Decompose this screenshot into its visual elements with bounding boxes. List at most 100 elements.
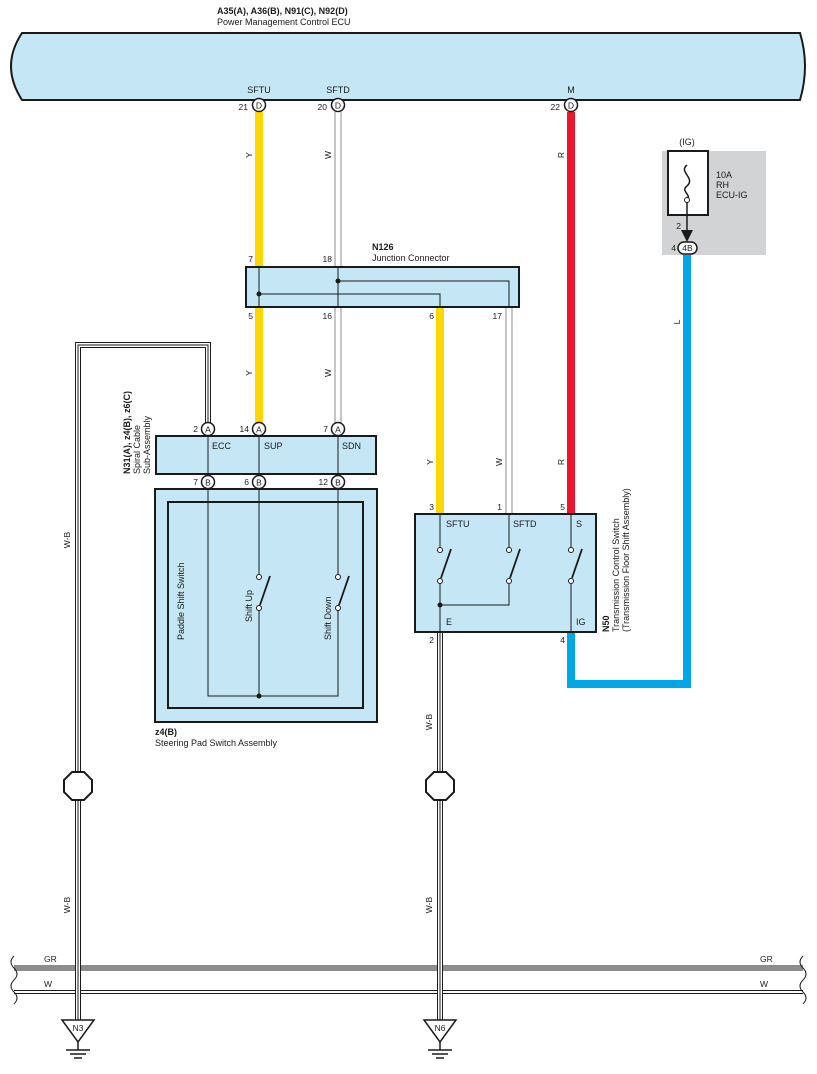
- splice-right: [425, 771, 455, 801]
- ecu-conn-3: D: [568, 101, 574, 111]
- ecu-pin-sftu-name: SFTU: [247, 85, 271, 95]
- wire-label-wb4: W-B: [424, 896, 434, 913]
- trans-label-sftu: SFTU: [446, 519, 470, 529]
- fuse-pin-top: 2: [676, 221, 681, 231]
- shift-up-switch: [256, 574, 271, 611]
- bus-break-left: [10, 955, 18, 1005]
- trans-line3: (Transmission Floor Shift Assembly): [621, 488, 631, 632]
- trans-title: N50: [601, 615, 611, 632]
- shift-down-switch: [335, 574, 350, 611]
- spiral-bottom-connectors: B 7 B 6 B 12: [193, 474, 346, 490]
- trans-sftd-switch: [506, 547, 521, 584]
- ecu-pin-m-name: M: [567, 85, 575, 95]
- trans-s-switch: [568, 547, 583, 584]
- bus-gr-label-right: GR: [760, 954, 773, 964]
- spiral-title: N31(A), z4(B), z6(C): [122, 391, 132, 474]
- junction-bottom-pin-2: 16: [323, 311, 333, 321]
- spiral-box: [155, 435, 377, 475]
- spiral-top-connectors: A 2 A 14 A 7: [193, 421, 346, 437]
- spiral-top-num-1: 2: [193, 424, 198, 434]
- bus-gr-label-left: GR: [44, 954, 57, 964]
- shift-down-label: Shift Down: [323, 596, 333, 640]
- paddle-switch-box: [167, 501, 364, 709]
- fuse-pin-side: 4: [671, 243, 676, 253]
- spiral-top-conn-3: A: [335, 425, 341, 435]
- trans-label-e: E: [446, 617, 452, 627]
- spiral-top-num-3: 7: [323, 424, 328, 434]
- ecu-subtitle: Power Management Control ECU: [217, 17, 351, 27]
- trans-line2: Transmission Control Switch: [611, 518, 621, 632]
- ecu-pin-m-num: 22: [551, 102, 561, 112]
- fuse-conn-label: 4B: [682, 243, 693, 253]
- ground-left-label: N3: [73, 1023, 84, 1033]
- trans-top-num-2: 1: [497, 502, 502, 512]
- fuse-terminal: [681, 230, 693, 242]
- wire-label-l: L: [672, 319, 682, 324]
- spiral-line3: Sub-Assembly: [142, 415, 152, 474]
- spiral-label-sdn: SDN: [342, 441, 361, 451]
- spiral-bottom-num-3: 12: [319, 477, 329, 487]
- junction-top-pin-1: 7: [248, 254, 253, 264]
- bus-break-right: [799, 955, 807, 1005]
- steering-pad-id: z4(B): [155, 727, 177, 737]
- ground-right: [422, 1019, 458, 1059]
- junction-bottom-pin-1: 5: [248, 311, 253, 321]
- trans-switch-box: [414, 513, 597, 633]
- trans-label-sftd: SFTD: [513, 519, 537, 529]
- trans-bottom-num-2: 4: [560, 635, 565, 645]
- spiral-bottom-conn-3: B: [335, 478, 341, 488]
- ecu-conn-1: D: [256, 101, 262, 111]
- spiral-top-conn-1: A: [205, 425, 211, 435]
- junction-title: N126: [372, 242, 394, 252]
- wire-label-wb1: W-B: [62, 531, 72, 548]
- paddle-title: Paddle Shift Switch: [176, 562, 186, 640]
- spiral-bottom-conn-1: B: [205, 478, 211, 488]
- bus-w-label-right: W: [760, 979, 768, 989]
- spiral-bottom-num-1: 7: [193, 477, 198, 487]
- ecu-title: A35(A), A36(B), N91(C), N92(D): [217, 6, 348, 16]
- steering-pad-outer: [154, 488, 378, 723]
- wire-label-wb2: W-B: [62, 896, 72, 913]
- spiral-label-sup: SUP: [264, 441, 283, 451]
- wire-label-w1: W: [323, 151, 333, 159]
- ecu-bar: [10, 32, 806, 101]
- fuse-rating: 10A: [716, 170, 732, 180]
- ecu-connectors: D D D: [251, 97, 579, 113]
- spiral-top-num-2: 14: [240, 424, 250, 434]
- trans-sftu-switch: [437, 547, 452, 584]
- shift-up-label: Shift Up: [244, 590, 254, 622]
- fuse-element: [683, 164, 691, 200]
- ecu-pin-sftu-num: 21: [239, 102, 249, 112]
- fuse-line2: RH: [716, 180, 729, 190]
- wire-label-y2: Y: [244, 370, 254, 376]
- trans-bottom-num-1: 2: [429, 635, 434, 645]
- ground-right-label: N6: [435, 1023, 446, 1033]
- wire-label-w3: W: [494, 458, 504, 466]
- fuse-group: (IG): [679, 137, 695, 147]
- wire-label-r2: R: [556, 459, 566, 465]
- trans-top-num-1: 3: [429, 502, 434, 512]
- splice-left: [63, 771, 93, 801]
- junction-bottom-pin-4: 17: [493, 311, 503, 321]
- wire-label-r1: R: [556, 152, 566, 158]
- fuse-box: [667, 150, 709, 216]
- wire-ig-blue: [567, 255, 691, 688]
- wire-label-y3: Y: [425, 459, 435, 465]
- junction-top-pin-2: 18: [323, 254, 333, 264]
- steering-pad-name: Steering Pad Switch Assembly: [155, 738, 278, 748]
- ecu-pin-sftd-name: SFTD: [326, 85, 350, 95]
- spiral-bottom-num-2: 6: [244, 477, 249, 487]
- junction-box: [245, 266, 520, 308]
- junction-subtitle: Junction Connector: [372, 253, 450, 263]
- wire-label-w2: W: [323, 369, 333, 377]
- wire-label-y1: Y: [244, 152, 254, 158]
- wire-label-wb3: W-B: [424, 713, 434, 730]
- ecu-conn-2: D: [335, 101, 341, 111]
- spiral-top-conn-2: A: [256, 425, 262, 435]
- fuse-connector: [677, 241, 698, 255]
- ground-left: [60, 1019, 96, 1059]
- spiral-line2: Spiral Cable: [132, 425, 142, 474]
- fuse-line3: ECU-IG: [716, 190, 748, 200]
- spiral-bottom-conn-2: B: [256, 478, 262, 488]
- ecu-pin-sftd-num: 20: [318, 102, 328, 112]
